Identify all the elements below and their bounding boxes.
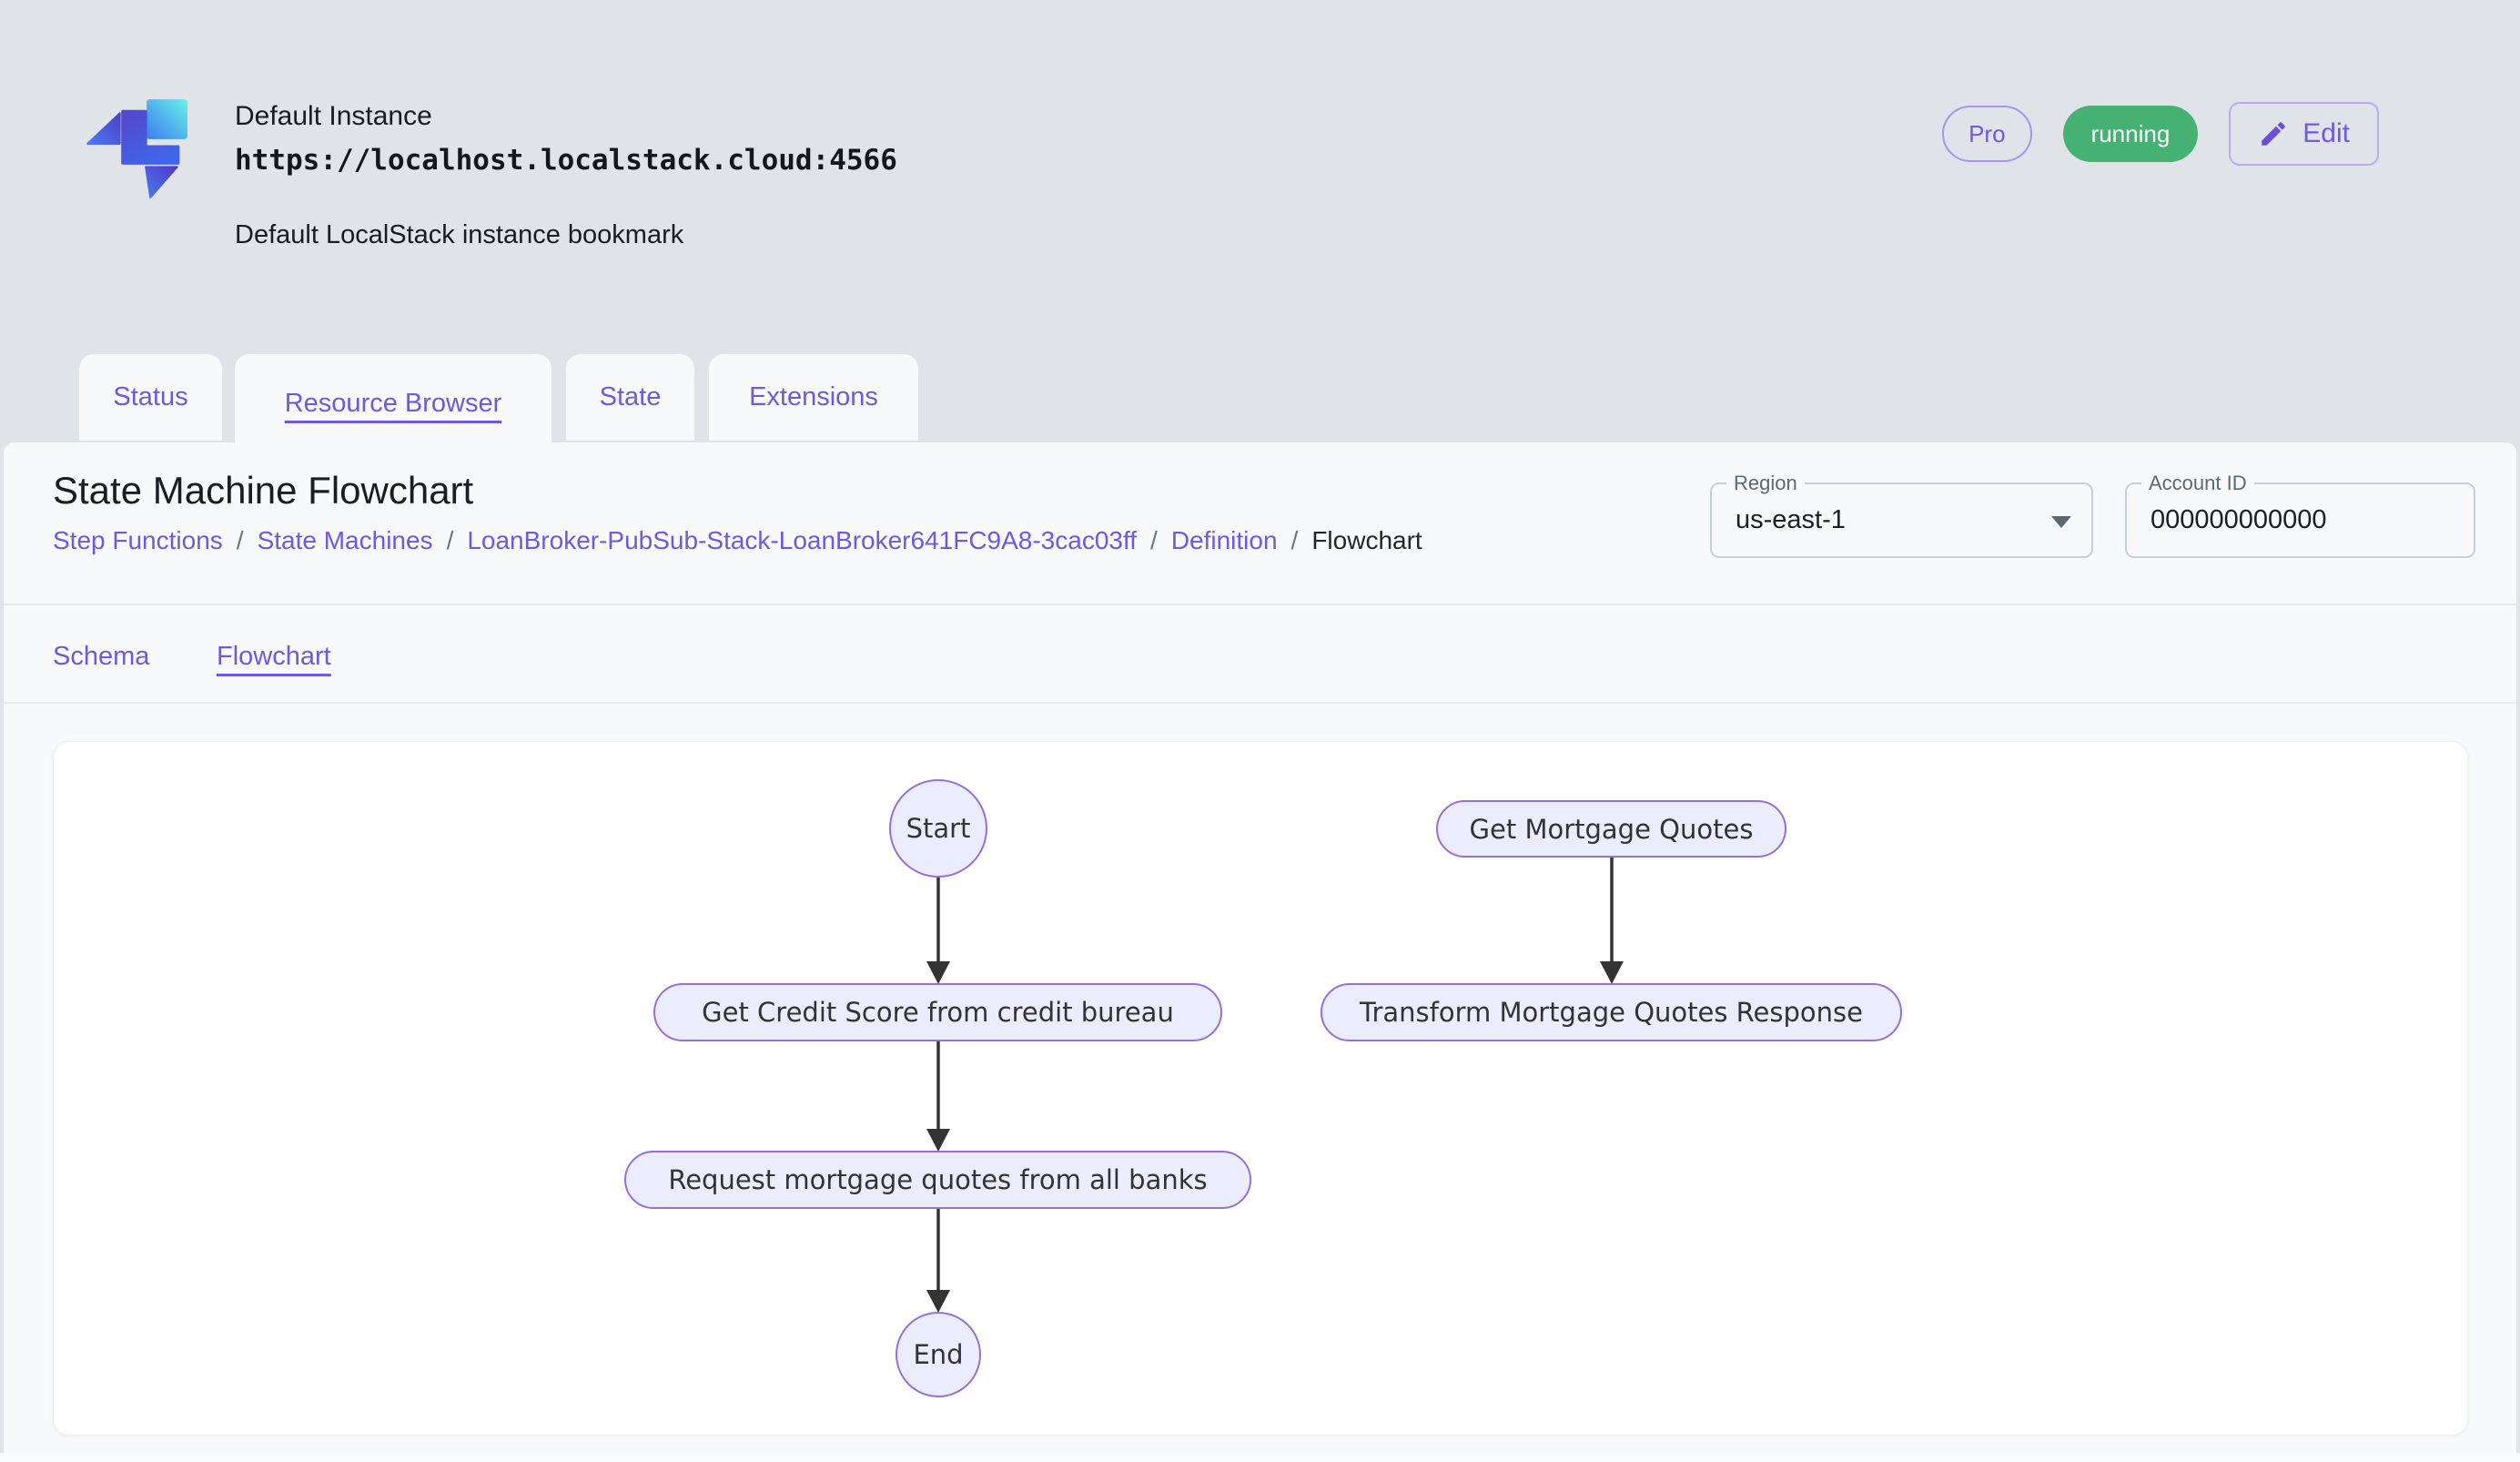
localstack-logo-icon — [86, 99, 187, 198]
breadcrumb: Step Functions / State Machines / LoanBr… — [53, 526, 1422, 555]
flowchart-node-get-mortgage-quotes: Get Mortgage Quotes — [1436, 800, 1786, 858]
pencil-icon — [2262, 122, 2286, 146]
page-title: State Machine Flowchart — [53, 469, 474, 512]
tab-resource-browser[interactable]: Resource Browser — [235, 354, 552, 452]
breadcrumb-separator: / — [446, 526, 454, 554]
resource-browser-panel: State Machine Flowchart Step Functions /… — [4, 442, 2516, 1462]
account-id-input[interactable] — [2127, 484, 2474, 556]
subtab-schema[interactable]: Schema — [53, 641, 150, 671]
subtab-flowchart[interactable]: Flowchart — [217, 641, 331, 671]
region-select[interactable]: Region us-east-1 — [1710, 472, 2093, 558]
flowchart-card: Start Get Mortgage Quotes Get Credit Sco… — [53, 741, 2468, 1436]
account-id-field: Account ID — [2125, 472, 2475, 558]
breadcrumb-current: Flowchart — [1311, 526, 1422, 554]
instance-url: https://localhost.localstack.cloud:4566 — [235, 144, 897, 177]
region-label: Region — [1726, 472, 1805, 495]
breadcrumb-step-functions[interactable]: Step Functions — [53, 526, 223, 554]
tab-state[interactable]: State — [566, 354, 694, 441]
flowchart-node-get-credit-score: Get Credit Score from credit bureau — [653, 983, 1222, 1041]
breadcrumb-separator: / — [1150, 526, 1158, 554]
edit-button-label: Edit — [2302, 118, 2350, 148]
region-value: us-east-1 — [1736, 505, 1846, 534]
header-actions: Pro running Edit — [1942, 101, 2379, 167]
flowchart-node-end: End — [896, 1312, 981, 1397]
divider — [4, 702, 2516, 704]
pro-badge: Pro — [1942, 106, 2032, 162]
flowchart-edges — [926, 858, 1624, 1313]
breadcrumb-separator: / — [1290, 526, 1299, 554]
breadcrumb-state-machine-name[interactable]: LoanBroker-PubSub-Stack-LoanBroker641FC9… — [467, 526, 1138, 554]
page-bottom-strip — [0, 1453, 2520, 1462]
divider — [4, 604, 2516, 605]
flowchart-node-start: Start — [889, 779, 987, 878]
tab-extensions[interactable]: Extensions — [709, 354, 918, 441]
edit-button[interactable]: Edit — [2229, 102, 2379, 166]
status-badge: running — [2062, 106, 2199, 162]
tab-status[interactable]: Status — [79, 354, 222, 441]
breadcrumb-definition[interactable]: Definition — [1170, 526, 1278, 554]
flowchart-node-request-quotes: Request mortgage quotes from all banks — [624, 1151, 1251, 1209]
chevron-down-icon — [2051, 516, 2071, 528]
breadcrumb-state-machines[interactable]: State Machines — [257, 526, 433, 554]
instance-title: Default Instance — [235, 101, 432, 131]
flowchart-node-transform-response: Transform Mortgage Quotes Response — [1321, 983, 1902, 1041]
instance-subtitle: Default LocalStack instance bookmark — [235, 220, 684, 249]
breadcrumb-separator: / — [236, 526, 244, 554]
